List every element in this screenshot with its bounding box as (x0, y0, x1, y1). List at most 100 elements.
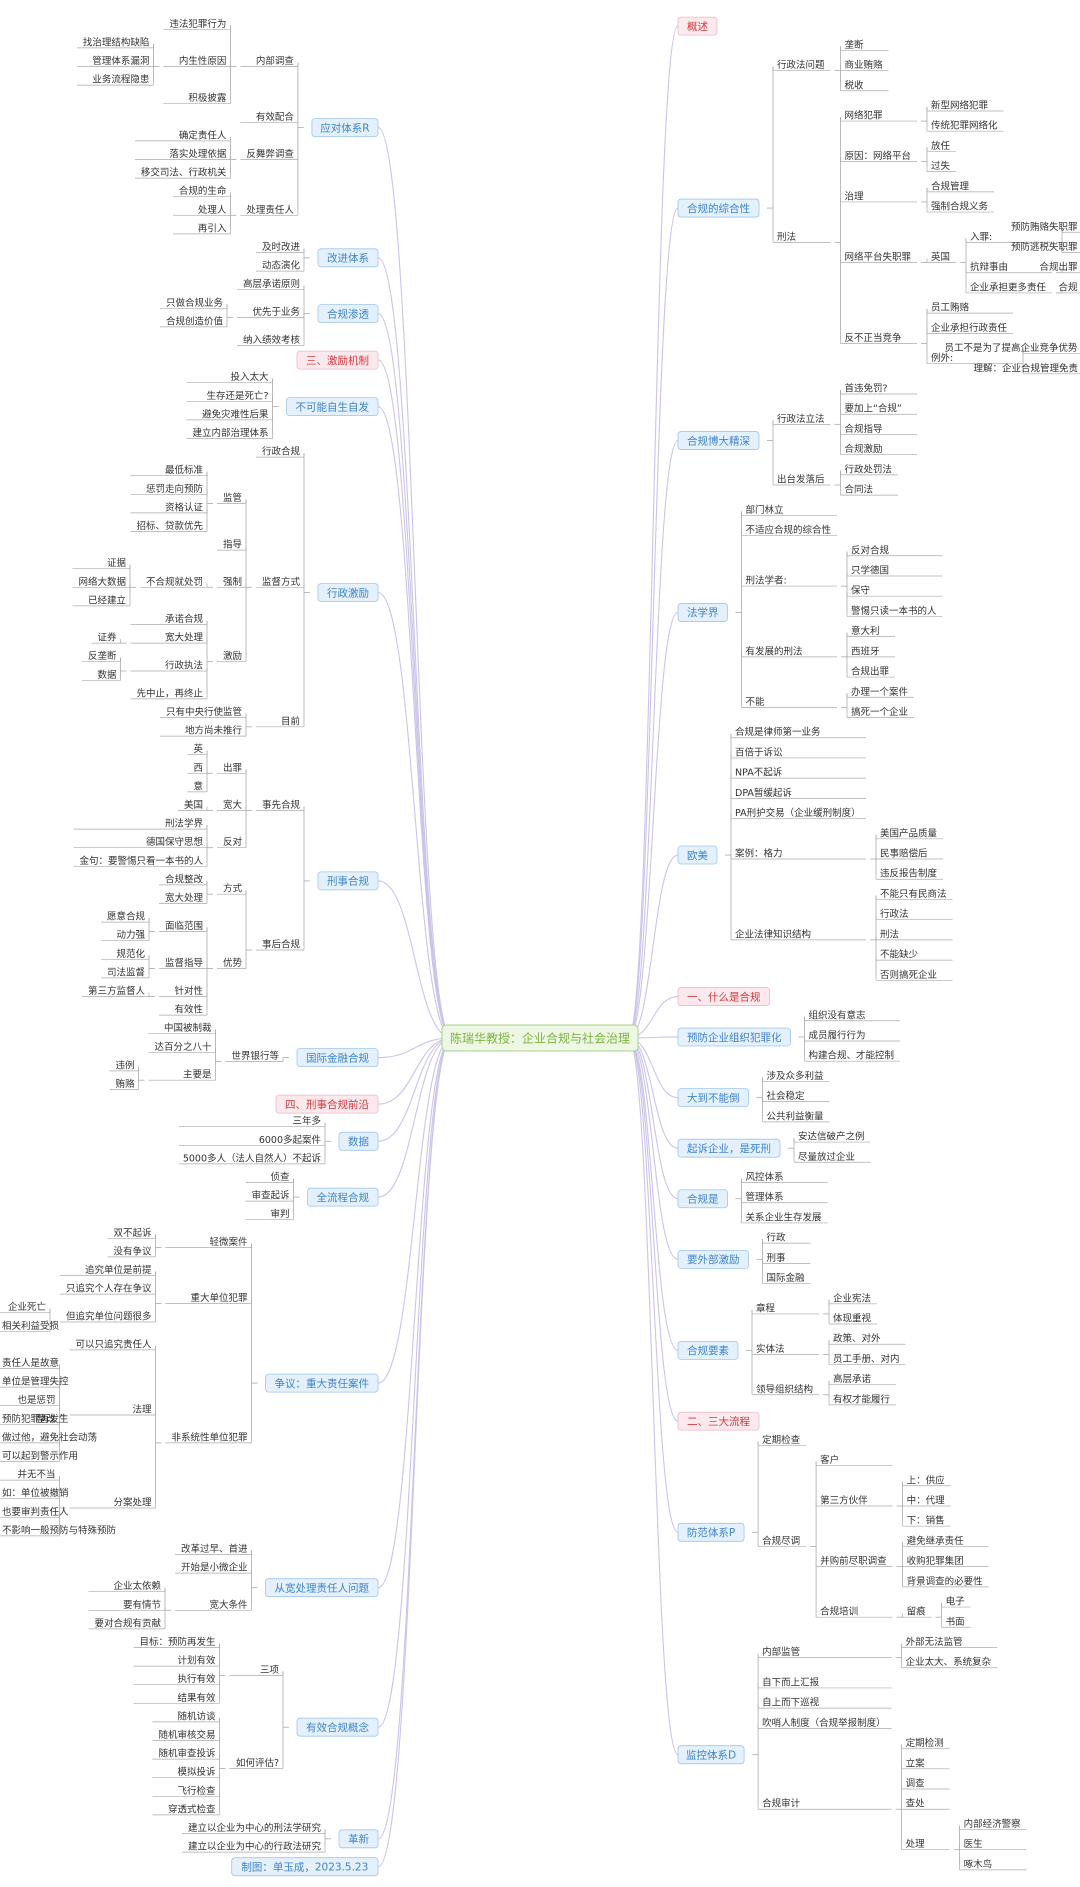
node-branch-left-11-2-2-3: 不影响一般预防与特殊预防 (2, 1524, 117, 1536)
node-branch-left-5-1-2: 强制 (223, 576, 242, 588)
node-branch-right-13-1-0: 客户 (820, 1454, 839, 1466)
node-branch-left-11-2-1-2: 也是惩罚 (17, 1394, 55, 1406)
node-branch-right-11-2: 领导组织结构 (756, 1383, 813, 1395)
node-branch-right-1-1-4: 反不正当竞争 (845, 332, 903, 344)
node-branch-right-8-1: 尽量放过企业 (798, 1151, 855, 1163)
node-branch-left-0-2-0: 确定责任人 (179, 129, 227, 141)
node-branch-left-14-1: 建立以企业为中心的行政法研究 (188, 1841, 322, 1853)
branch-left-1[interactable]: 改进体系 (317, 248, 379, 268)
branch-right-12[interactable]: 二、三大流程 (677, 1411, 760, 1431)
node-branch-right-1-1-2: 治理 (845, 190, 865, 202)
node-branch-left-6-0-0-1: 西 (193, 763, 203, 774)
branch-right-8[interactable]: 起诉企业，是死刑 (677, 1138, 781, 1158)
branch-right-11[interactable]: 合规要素 (677, 1340, 739, 1360)
branch-right-3[interactable]: 法学界 (677, 603, 728, 622)
branch-right-0-label: 概述 (687, 20, 708, 33)
branch-right-14[interactable]: 监控体系D (677, 1745, 745, 1765)
node-branch-right-1-1-4-0: 员工贿赂 (931, 302, 970, 314)
node-branch-right-14-4: 合规审计 (762, 1798, 801, 1810)
branch-left-14[interactable]: 革新 (338, 1829, 379, 1849)
branch-right-13[interactable]: 防范体系P (677, 1522, 745, 1542)
node-branch-left-0-3-0: 合规的生命 (179, 185, 227, 197)
node-branch-left-13-0-2: 执行有效 (177, 1673, 216, 1685)
branch-left-3[interactable]: 三、激励机制 (296, 350, 379, 370)
node-branch-left-6-0-0-2: 意 (193, 780, 203, 792)
branch-right-4[interactable]: 欧美 (677, 845, 718, 865)
node-branch-left-5-1-0-3: 招标、贷款优先 (136, 520, 203, 532)
branch-left-12[interactable]: 从宽处理责任人问题 (265, 1578, 379, 1598)
branch-left-11[interactable]: 争议：重大责任案件 (265, 1373, 379, 1393)
node-branch-right-3-2-3: 警惕只读一本书的人 (851, 605, 937, 617)
node-branch-right-1-1-4-2: 例外: (931, 352, 953, 364)
node-branch-left-0-0-0: 违法犯罪行为 (169, 18, 226, 30)
node-branch-left-11-0: 轻微案件 (209, 1236, 248, 1248)
node-branch-left-2-2: 纳入绩效考核 (243, 334, 301, 346)
branch-left-11-label: 争议：重大责任案件 (275, 1377, 370, 1390)
branch-right-2[interactable]: 合规博大精深 (677, 431, 760, 450)
node-branch-left-11-1-2-0: 企业死亡 (8, 1301, 46, 1313)
root-topic[interactable]: 陈瑞华教授：企业合规与社会治理 (441, 1024, 639, 1052)
branch-right-1[interactable]: 合规的综合性 (677, 198, 760, 218)
connector-branch-left-7 (377, 1037, 453, 1059)
node-branch-right-14-4-4-0: 内部经济警察 (964, 1818, 1022, 1830)
branch-left-13[interactable]: 有效合规概念 (296, 1717, 379, 1737)
branch-right-6[interactable]: 预防企业组织犯罪化 (677, 1027, 791, 1047)
node-branch-right-11-1-1: 员工手册、对内 (833, 1353, 900, 1365)
node-branch-right-11-0-1: 体现重视 (833, 1313, 872, 1325)
node-branch-left-10-2: 审判 (270, 1208, 289, 1220)
branch-left-9-label: 数据 (348, 1135, 369, 1148)
branch-left-0[interactable]: 应对体系R (311, 118, 379, 137)
branch-left-8-label: 四、刑事合规前沿 (285, 1098, 369, 1111)
node-branch-left-10-1: 审查起诉 (251, 1190, 290, 1202)
node-branch-left-6-0-2-1: 德国保守思想 (146, 836, 204, 848)
node-branch-right-2-0-3: 合规激励 (845, 443, 883, 455)
node-branch-right-11-0-0: 企业宪法 (833, 1292, 871, 1304)
branch-right-7[interactable]: 大到不能倒 (677, 1088, 749, 1108)
node-branch-left-13-0-3: 结果有效 (177, 1692, 216, 1704)
branch-left-7[interactable]: 国际金融合规 (296, 1048, 379, 1067)
branch-left-10[interactable]: 全流程合规 (307, 1187, 379, 1207)
branch-right-9[interactable]: 合规是 (677, 1189, 728, 1209)
node-branch-right-9-1: 管理体系 (746, 1191, 784, 1203)
node-branch-right-7-2: 公共利益衡量 (767, 1110, 825, 1122)
branch-left-4[interactable]: 不可能自生自发 (286, 397, 379, 417)
branch-right-2-label: 合规博大精深 (687, 434, 750, 447)
node-branch-left-12-2-1: 要有情节 (123, 1599, 161, 1611)
connector-lines (0, 25, 1080, 1871)
node-branch-right-3-2-0: 反对合规 (851, 544, 890, 556)
node-branch-left-0-0-1-1: 管理体系漏洞 (92, 55, 149, 67)
node-branch-left-13-0-0: 目标：预防再发生 (139, 1636, 216, 1648)
node-branch-left-5-1-3-1: 宽大处理 (165, 632, 204, 644)
node-branch-left-5-2-0: 只有中央行使监管 (166, 706, 242, 718)
branch-right-10[interactable]: 要外部激励 (677, 1249, 749, 1269)
node-branch-right-1-1-3-0-1-0: 合规出罪 (1039, 261, 1078, 273)
node-branch-right-13-1-3: 合规培训 (820, 1606, 858, 1618)
node-branch-left-5-1-0-2: 资格认证 (165, 501, 204, 513)
node-branch-right-10-0: 行政 (767, 1232, 787, 1244)
branch-left-15[interactable]: 制图：单玉成，2023.5.23 (231, 1857, 379, 1877)
node-branch-left-6-0: 事先合规 (262, 799, 301, 811)
node-branch-left-6-1-0-1: 宽大处理 (165, 892, 204, 904)
node-branch-right-4-5-2: 违反报告制度 (880, 868, 938, 880)
node-branch-right-11-1-0: 政策、对外 (833, 1333, 881, 1345)
node-branch-left-2-1: 优先于业务 (252, 306, 300, 318)
branch-left-8[interactable]: 四、刑事合规前沿 (275, 1094, 379, 1114)
branch-left-5[interactable]: 行政激励 (317, 583, 379, 602)
branch-right-5[interactable]: 一、什么是合规 (677, 987, 770, 1006)
branch-right-0[interactable]: 概述 (677, 16, 718, 36)
node-branch-left-11-1-0: 追究单位是前提 (85, 1264, 152, 1276)
branch-left-2[interactable]: 合规渗透 (317, 304, 379, 324)
node-branch-left-11-0-0: 双不起诉 (113, 1227, 152, 1239)
node-branch-left-11-2-1-4: 做过他，避免社会动荡 (2, 1431, 97, 1443)
node-branch-left-12-0: 改革过早、首进 (181, 1543, 248, 1555)
node-branch-left-6-1-1-0: 面临范围 (165, 920, 203, 932)
branch-left-6[interactable]: 刑事合规 (317, 871, 379, 891)
node-branch-right-14-4-4-2: 啄木鸟 (964, 1858, 993, 1870)
node-branch-left-5-1-3-2: 行政执法 (165, 660, 203, 672)
node-branch-right-13-1: 合规尽调 (762, 1535, 800, 1547)
node-branch-right-13-1-1-2: 下：销售 (907, 1515, 945, 1527)
node-branch-left-5-1-0: 监管 (223, 492, 242, 504)
branch-left-9[interactable]: 数据 (338, 1131, 379, 1151)
node-branch-right-11-2-0: 高层承诺 (833, 1373, 872, 1385)
node-branch-right-13-1-1: 第三方伙伴 (820, 1494, 868, 1506)
